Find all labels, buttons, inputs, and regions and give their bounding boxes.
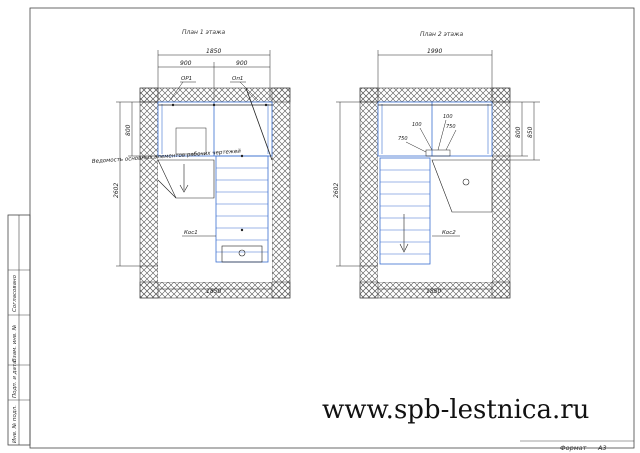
format-value: А3: [597, 444, 607, 452]
title-block-col4: Согласовано: [12, 274, 18, 312]
plan-2-dim-100-b: 100: [443, 114, 453, 120]
plan-1-dim-vertical-main: 2602: [113, 183, 120, 198]
plan-1-label-op2: Оп1: [232, 76, 243, 82]
plan-1-dim-right: 900: [236, 60, 248, 67]
plan-1-wall-right: [271, 87, 291, 299]
plan-2-wall-top: [359, 87, 511, 103]
title-block-col3: Взам. инв. №: [12, 324, 18, 362]
watermark-text: www.spb-lestnica.ru: [322, 395, 589, 425]
plan-2-title: План 2 этажа: [420, 31, 463, 38]
plan-1-landing: [157, 101, 273, 157]
plan-1: План 1 этажа 1850 900 900 ОР1 Оп1: [92, 29, 291, 299]
title-block-col2: Подп. и дата: [12, 360, 18, 398]
title-block-strip: Согласовано Взам. инв. № Подп. и дата Ин…: [7, 214, 31, 446]
plan-1-title: План 1 этажа: [182, 29, 225, 36]
title-block-col1: Инв. № подл.: [12, 405, 18, 443]
plan-2-dim-total: 1990: [427, 48, 442, 55]
plan-2-dim-bottom: 1850: [426, 288, 441, 295]
sheet-frame: [29, 7, 635, 449]
plan-2-wall-right: [491, 87, 511, 299]
plan-2-dim-750-b: 750: [446, 124, 456, 130]
format-label: Формат: [560, 444, 587, 452]
plan-1-dim-bottom: 1850: [206, 288, 221, 295]
plan-2-wall-left: [359, 87, 379, 299]
plan-1-wall-left: [139, 87, 159, 299]
plan-2-dim-750-a: 750: [398, 136, 408, 142]
plan-1-flight-label: Кос1: [184, 230, 198, 236]
plan-1-dim-vertical-small: 800: [125, 124, 132, 136]
plan-2-flight-label: Кос2: [442, 230, 456, 236]
plan-2-flight: [379, 157, 431, 265]
plan-2-dim-vertical-main: 2602: [333, 183, 340, 198]
plan-2-dim-right-b: 850: [527, 126, 534, 138]
plan-2: План 2 этажа 1990 100 100 750 750: [333, 31, 540, 299]
plan-2-dim-100-a: 100: [412, 122, 422, 128]
plan-1-wall-top: [139, 87, 291, 103]
plan-1-label-op1: ОР1: [181, 76, 192, 82]
plan-1-dim-total: 1850: [206, 48, 221, 55]
plan-2-dim-right-a: 800: [515, 126, 522, 138]
plan-1-dim-left: 900: [180, 60, 192, 67]
